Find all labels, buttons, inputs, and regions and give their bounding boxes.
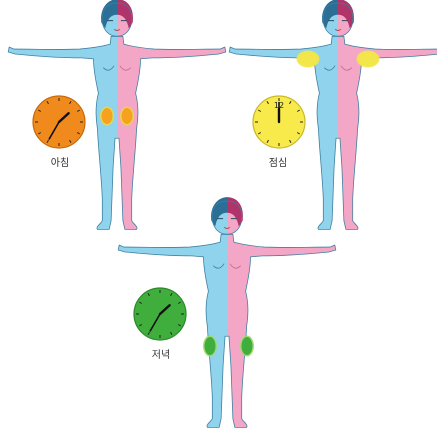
noon-clock: 12	[253, 96, 305, 148]
morning-injection-site-left	[102, 108, 113, 124]
morning-label: 아침	[40, 154, 80, 169]
clock-12-label: 12	[274, 101, 284, 110]
morning-clock	[33, 96, 85, 148]
evening-label: 저녁	[141, 346, 181, 361]
noon-label: 점심	[258, 154, 298, 169]
morning-injection-site-right	[122, 108, 133, 124]
noon-injection-site-left	[298, 52, 318, 66]
evening-clock	[134, 288, 186, 340]
evening-injection-site-left	[205, 337, 216, 355]
evening-injection-site-right	[242, 337, 253, 355]
noon-injection-site-right	[358, 52, 378, 66]
